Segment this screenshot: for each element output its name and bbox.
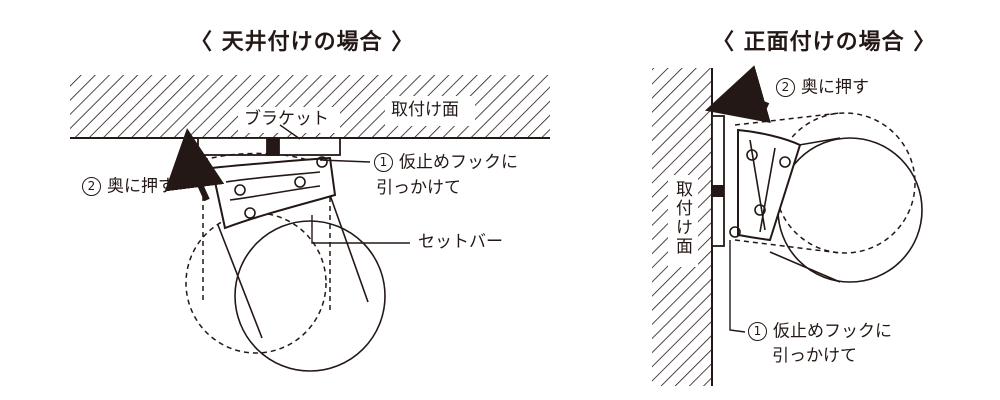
step-number-badge: 2 — [82, 177, 101, 196]
step-number-badge: 1 — [374, 153, 393, 172]
wall-surface-label: 取付け面 — [672, 180, 692, 256]
ceiling-step1-note-line2: 引っかけて — [376, 178, 461, 198]
bracket — [197, 124, 341, 156]
ceiling-label-backdrop — [385, 96, 475, 126]
front-step1-note: 1 仮止めフックに — [748, 322, 892, 341]
ceiling-surface-label: 取付け面 — [391, 100, 459, 120]
front-step2-text: 奥に押す — [801, 77, 869, 98]
hook-leader-front — [729, 240, 746, 333]
step2-text: 奥に押す — [107, 176, 175, 197]
step1-line1: 仮止めフックに — [399, 152, 518, 173]
front-step1-line1: 仮止めフックに — [773, 321, 892, 342]
wall-bracket-clip — [712, 185, 724, 197]
setbar-leader — [311, 215, 410, 244]
step-number-badge: 1 — [748, 322, 767, 341]
ceiling-mount-diagram — [70, 75, 550, 372]
front-mount-diagram — [652, 65, 923, 386]
ceiling-step1-note: 1 仮止めフックに — [374, 153, 518, 172]
front-section-title: 〈 正面付けの場合 〉 — [712, 30, 937, 55]
wall-bracket — [711, 115, 725, 247]
ceiling-section-title: 〈 天井付けの場合 〉 — [190, 30, 415, 55]
step-number-badge: 2 — [776, 78, 795, 97]
push-arrow-front — [704, 65, 771, 123]
hook-leader-ceiling — [319, 159, 371, 163]
solid-lamp-outline — [217, 194, 386, 372]
ceiling-step2-note: 2 奥に押す — [82, 177, 175, 196]
setbar-label: セットバー — [418, 232, 503, 252]
lamp-head-detail — [225, 156, 328, 219]
bracket-label-backdrop — [238, 107, 340, 133]
bracket-label: ブラケット — [244, 109, 329, 129]
lamp-head-front-detail — [729, 139, 791, 238]
wall-label-backdrop — [668, 175, 698, 267]
front-step1-note-line2: 引っかけて — [772, 346, 857, 366]
push-arrow-ceiling — [164, 128, 225, 202]
front-step2-note: 2 奥に押す — [776, 78, 869, 97]
